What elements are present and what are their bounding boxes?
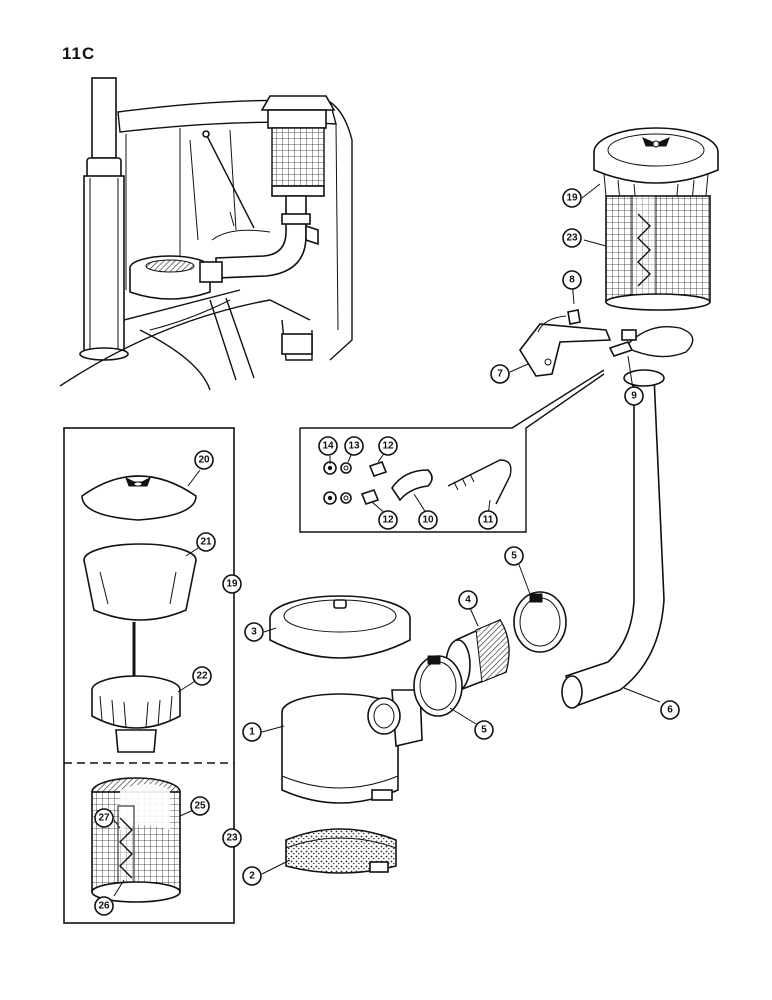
- svg-text:14: 14: [322, 441, 334, 452]
- callout-1: 1: [242, 722, 262, 742]
- callout-6: 6: [660, 700, 680, 720]
- callout-10: 10: [418, 510, 438, 530]
- svg-text:19: 19: [226, 579, 238, 590]
- svg-text:20: 20: [198, 455, 210, 466]
- callout-20: 20: [194, 450, 214, 470]
- air-cleaner-cutaway-box: [63, 427, 235, 924]
- svg-text:23: 23: [226, 833, 238, 844]
- callout-11: 11: [478, 510, 498, 530]
- callout-14: 14: [318, 436, 338, 456]
- svg-text:6: 6: [667, 705, 673, 716]
- svg-text:27: 27: [98, 813, 110, 824]
- callout-8: 8: [562, 270, 582, 290]
- svg-text:26: 26: [98, 901, 110, 912]
- svg-text:4: 4: [465, 595, 471, 606]
- hardware-detail-box: [299, 369, 605, 533]
- callout-7: 7: [490, 364, 510, 384]
- callout-21: 21: [196, 532, 216, 552]
- callout-5-upper: 5: [504, 546, 524, 566]
- callout-19-top: 19: [562, 188, 582, 208]
- callout-25: 25: [190, 796, 210, 816]
- svg-text:5: 5: [511, 551, 517, 562]
- pre-cleaner-assembly: [519, 127, 719, 377]
- svg-text:25: 25: [194, 801, 206, 812]
- svg-text:21: 21: [200, 537, 212, 548]
- callout-13: 13: [344, 436, 364, 456]
- callout-27: 27: [94, 808, 114, 828]
- tractor-view-illustration: [59, 77, 353, 391]
- hose-and-clamps: [413, 369, 665, 717]
- svg-text:7: 7: [497, 369, 503, 380]
- callout-3: 3: [244, 622, 264, 642]
- callout-12-bottom: 12: [378, 510, 398, 530]
- svg-text:22: 22: [196, 671, 208, 682]
- air-cleaner-body: [269, 595, 423, 874]
- callout-5-lower: 5: [474, 720, 494, 740]
- svg-text:19: 19: [566, 193, 578, 204]
- callout-12-top: 12: [378, 436, 398, 456]
- svg-text:9: 9: [631, 391, 637, 402]
- callout-26: 26: [94, 896, 114, 916]
- callout-9: 9: [624, 386, 644, 406]
- svg-text:2: 2: [249, 871, 255, 882]
- svg-text:8: 8: [569, 275, 575, 286]
- callout-19-box: 19: [222, 574, 242, 594]
- svg-text:13: 13: [348, 441, 360, 452]
- svg-text:11: 11: [483, 515, 494, 526]
- callout-22: 22: [192, 666, 212, 686]
- svg-text:1: 1: [249, 727, 255, 738]
- svg-text:5: 5: [481, 725, 487, 736]
- svg-text:10: 10: [422, 515, 434, 526]
- page-label: 11C: [62, 44, 96, 63]
- svg-text:12: 12: [382, 515, 394, 526]
- svg-text:23: 23: [566, 233, 578, 244]
- svg-text:3: 3: [251, 627, 257, 638]
- svg-text:12: 12: [382, 441, 394, 452]
- callout-23-top: 23: [562, 228, 582, 248]
- callout-23-box: 23: [222, 828, 242, 848]
- callout-4: 4: [458, 590, 478, 610]
- callout-2: 2: [242, 866, 262, 886]
